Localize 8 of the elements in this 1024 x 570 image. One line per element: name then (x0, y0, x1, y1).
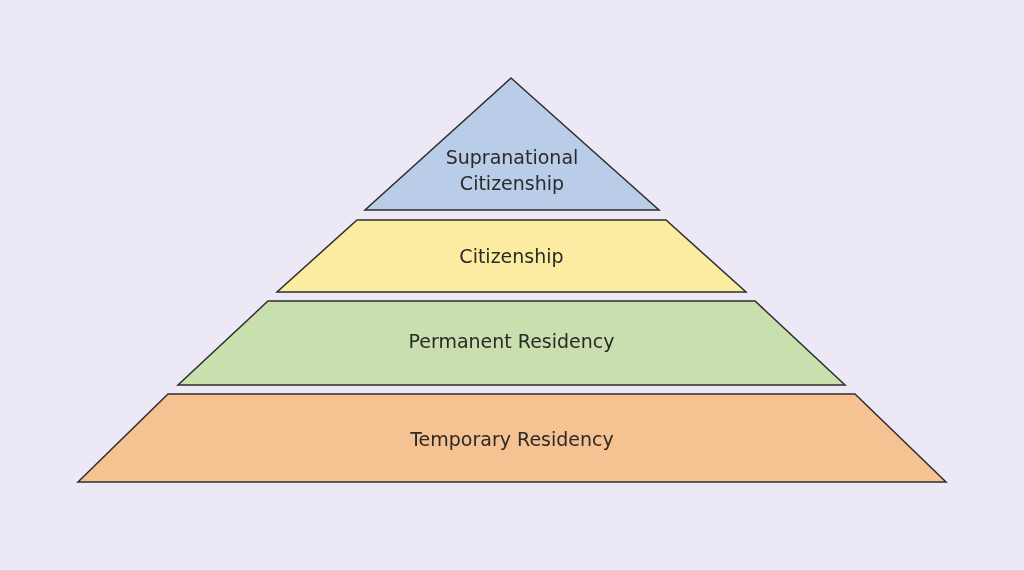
tier-label: Temporary Residency (410, 427, 614, 452)
pyramid-tier (178, 301, 845, 385)
tier-label: Permanent Residency (408, 329, 615, 354)
pyramid-tier (365, 78, 659, 210)
tier-label: Citizenship (459, 244, 564, 269)
pyramid-tier (277, 220, 746, 292)
tier-label: Supranational Citizenship (444, 145, 580, 196)
pyramid-tier (78, 394, 946, 482)
